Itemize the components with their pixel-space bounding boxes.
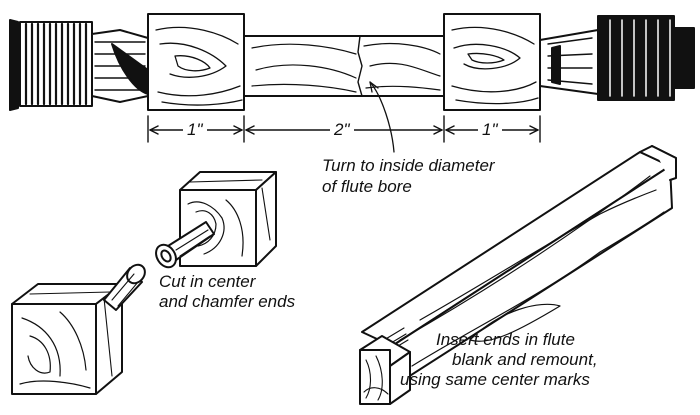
- dimension-center: 2": [330, 120, 354, 140]
- dimension-left: 1": [183, 120, 207, 140]
- headstock-drive-center: [9, 19, 149, 111]
- insert-label-line1: Insert ends in flute: [436, 330, 575, 349]
- dimension-right: 1": [478, 120, 502, 140]
- turn-label-line1: Turn to inside diameter: [322, 156, 495, 175]
- left-block: [147, 13, 245, 111]
- cut-label-line1: Cut in center: [159, 272, 256, 291]
- lower-end-plug: [11, 263, 146, 395]
- right-block: [443, 13, 541, 111]
- tailstock-center: [539, 15, 695, 101]
- turned-section: [243, 35, 445, 97]
- turn-label-line2: of flute bore: [322, 177, 412, 196]
- insert-label-line3: using same center marks: [400, 370, 590, 389]
- upper-end-plug: [155, 171, 277, 269]
- flute-blank: [359, 145, 677, 405]
- cut-label-line2: and chamfer ends: [159, 292, 296, 311]
- insert-label-line2: blank and remount,: [452, 350, 598, 369]
